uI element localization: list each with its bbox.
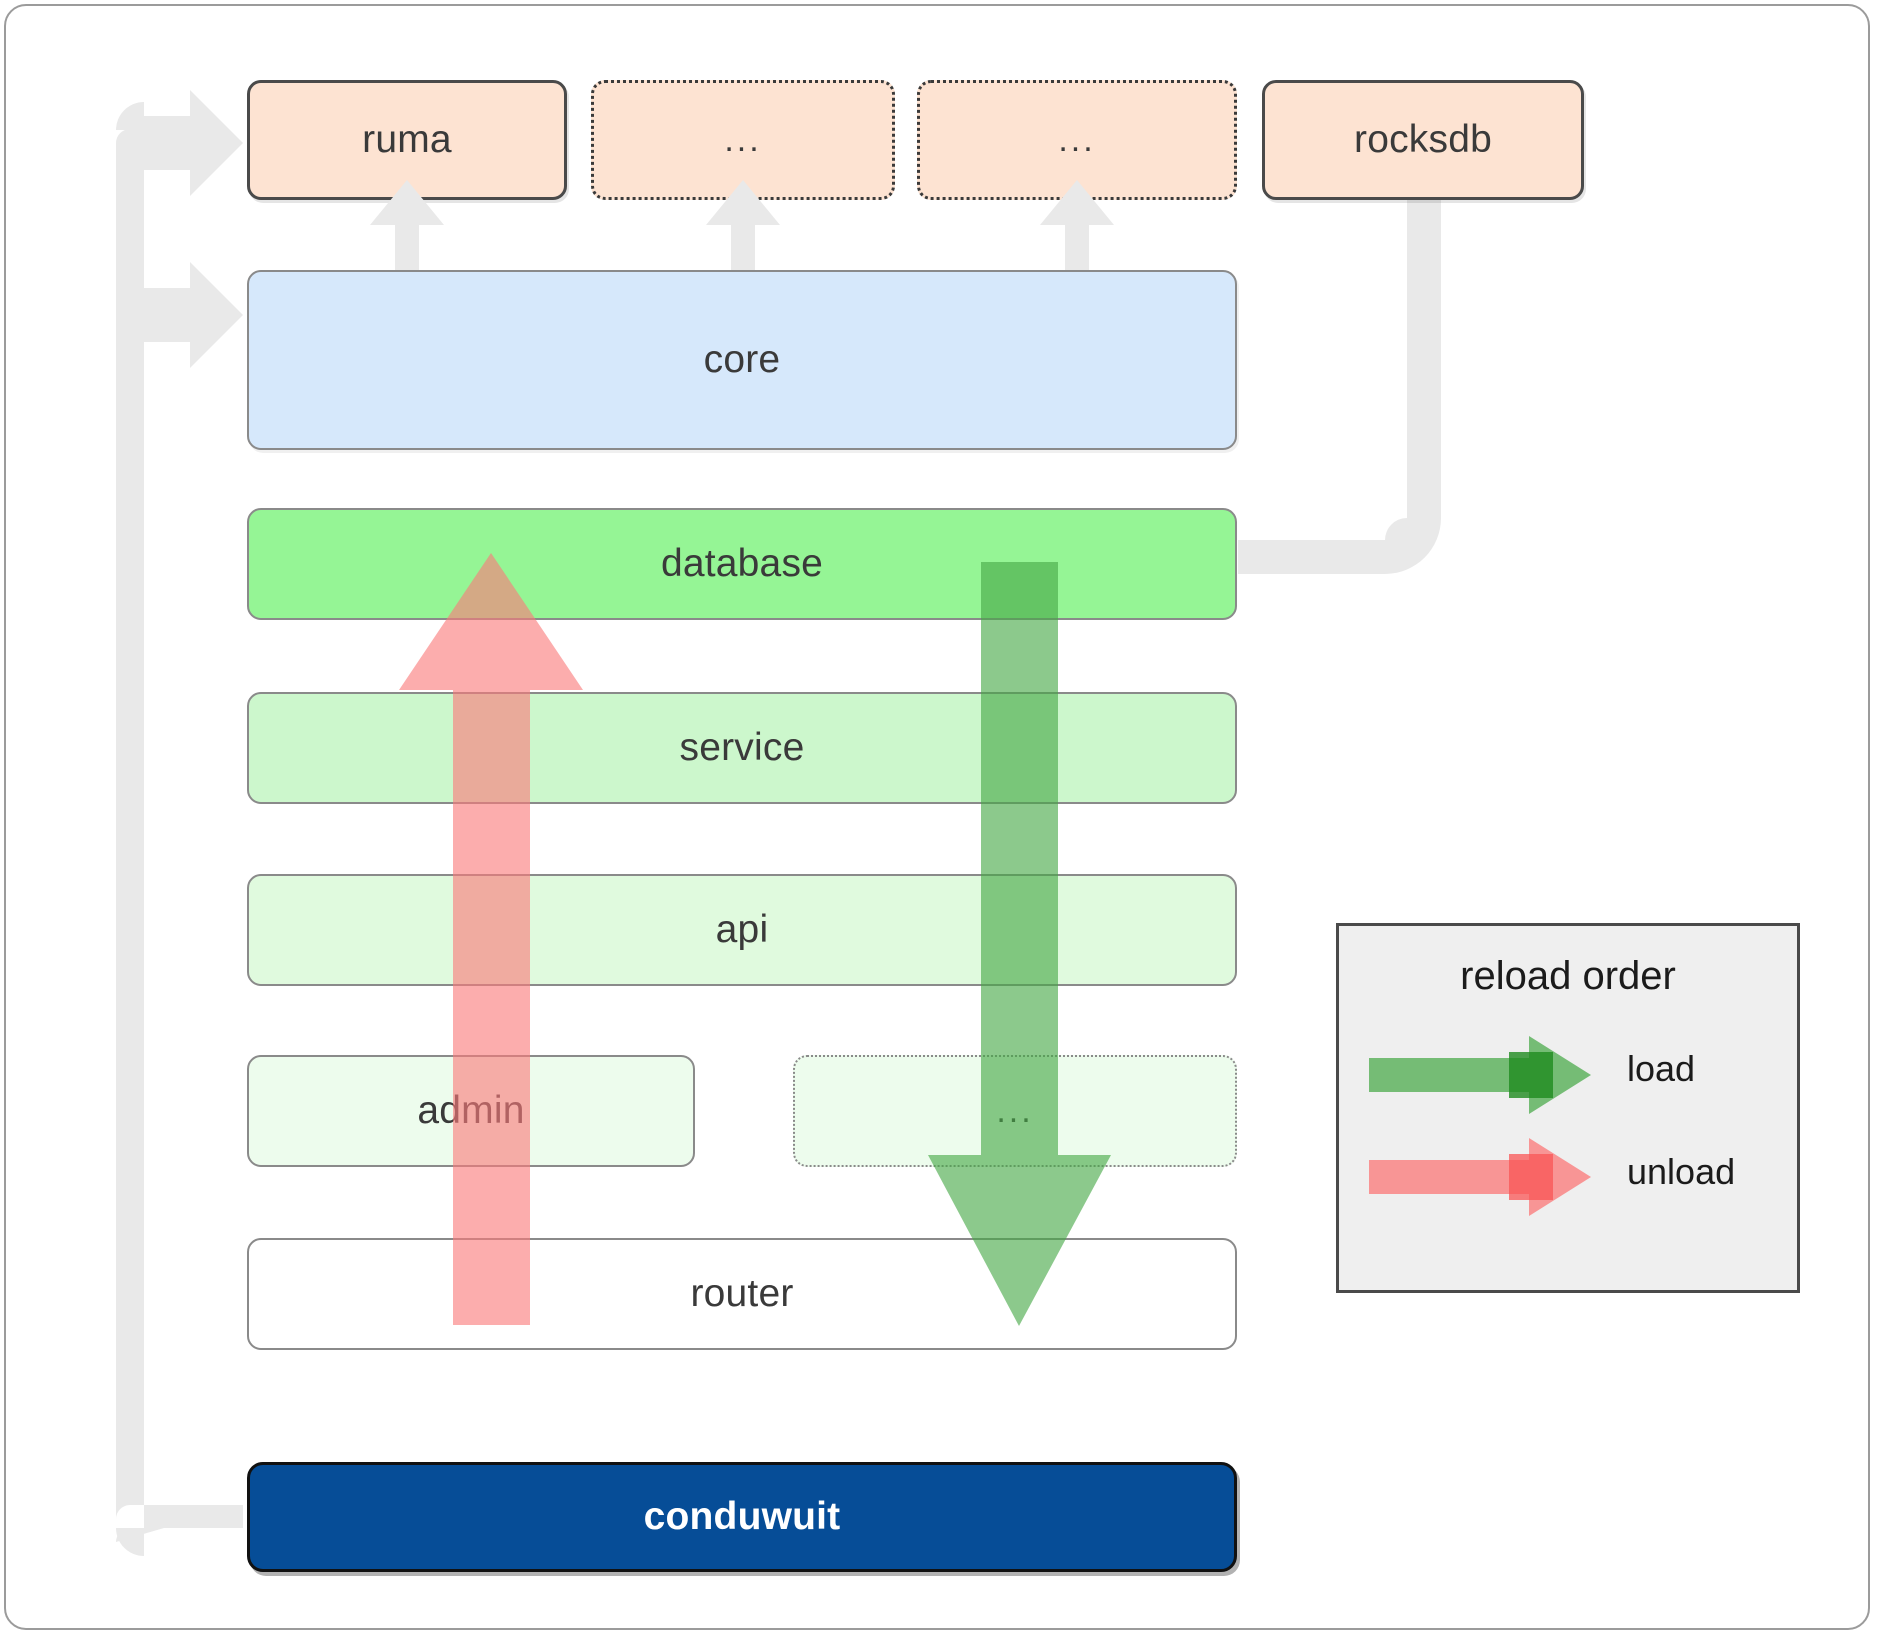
layer-label: core — [703, 338, 781, 381]
external-node-ruma[interactable]: ruma — [247, 80, 567, 200]
legend-load-arrow-icon — [1369, 1036, 1591, 1114]
legend-unload-arrow-icon — [1369, 1138, 1591, 1216]
external-node-rocksdb[interactable]: rocksdb — [1262, 80, 1584, 200]
legend-label-unload: unload — [1627, 1151, 1736, 1192]
layer-database[interactable]: database — [247, 508, 1237, 620]
layer-ellipsis[interactable]: ... — [793, 1055, 1237, 1167]
diagram-frame — [4, 4, 1870, 1630]
app-node-conduwuit[interactable]: conduwuit — [247, 1462, 1237, 1572]
layer-api[interactable]: api — [247, 874, 1237, 986]
legend-panel: reload order load unload — [1336, 923, 1800, 1293]
layer-router[interactable]: router — [247, 1238, 1237, 1350]
layer-label: api — [715, 908, 769, 951]
external-node-ellipsis-2[interactable]: ... — [917, 80, 1237, 200]
layer-label: database — [660, 542, 824, 585]
layer-service[interactable]: service — [247, 692, 1237, 804]
layer-label: admin — [417, 1089, 525, 1132]
legend-label-load: load — [1627, 1048, 1696, 1089]
app-node-label: conduwuit — [643, 1495, 841, 1538]
layer-label: service — [679, 726, 805, 769]
external-node-label: ... — [724, 120, 762, 159]
layer-label: router — [690, 1272, 794, 1315]
external-node-label: ruma — [362, 118, 452, 161]
external-node-label: rocksdb — [1354, 118, 1492, 161]
external-node-ellipsis-1[interactable]: ... — [591, 80, 895, 200]
layer-core[interactable]: core — [247, 270, 1237, 450]
legend-title: reload order — [1460, 954, 1676, 998]
layer-admin[interactable]: admin — [247, 1055, 695, 1167]
external-node-label: ... — [1058, 120, 1096, 159]
layer-label: ... — [996, 1091, 1034, 1130]
